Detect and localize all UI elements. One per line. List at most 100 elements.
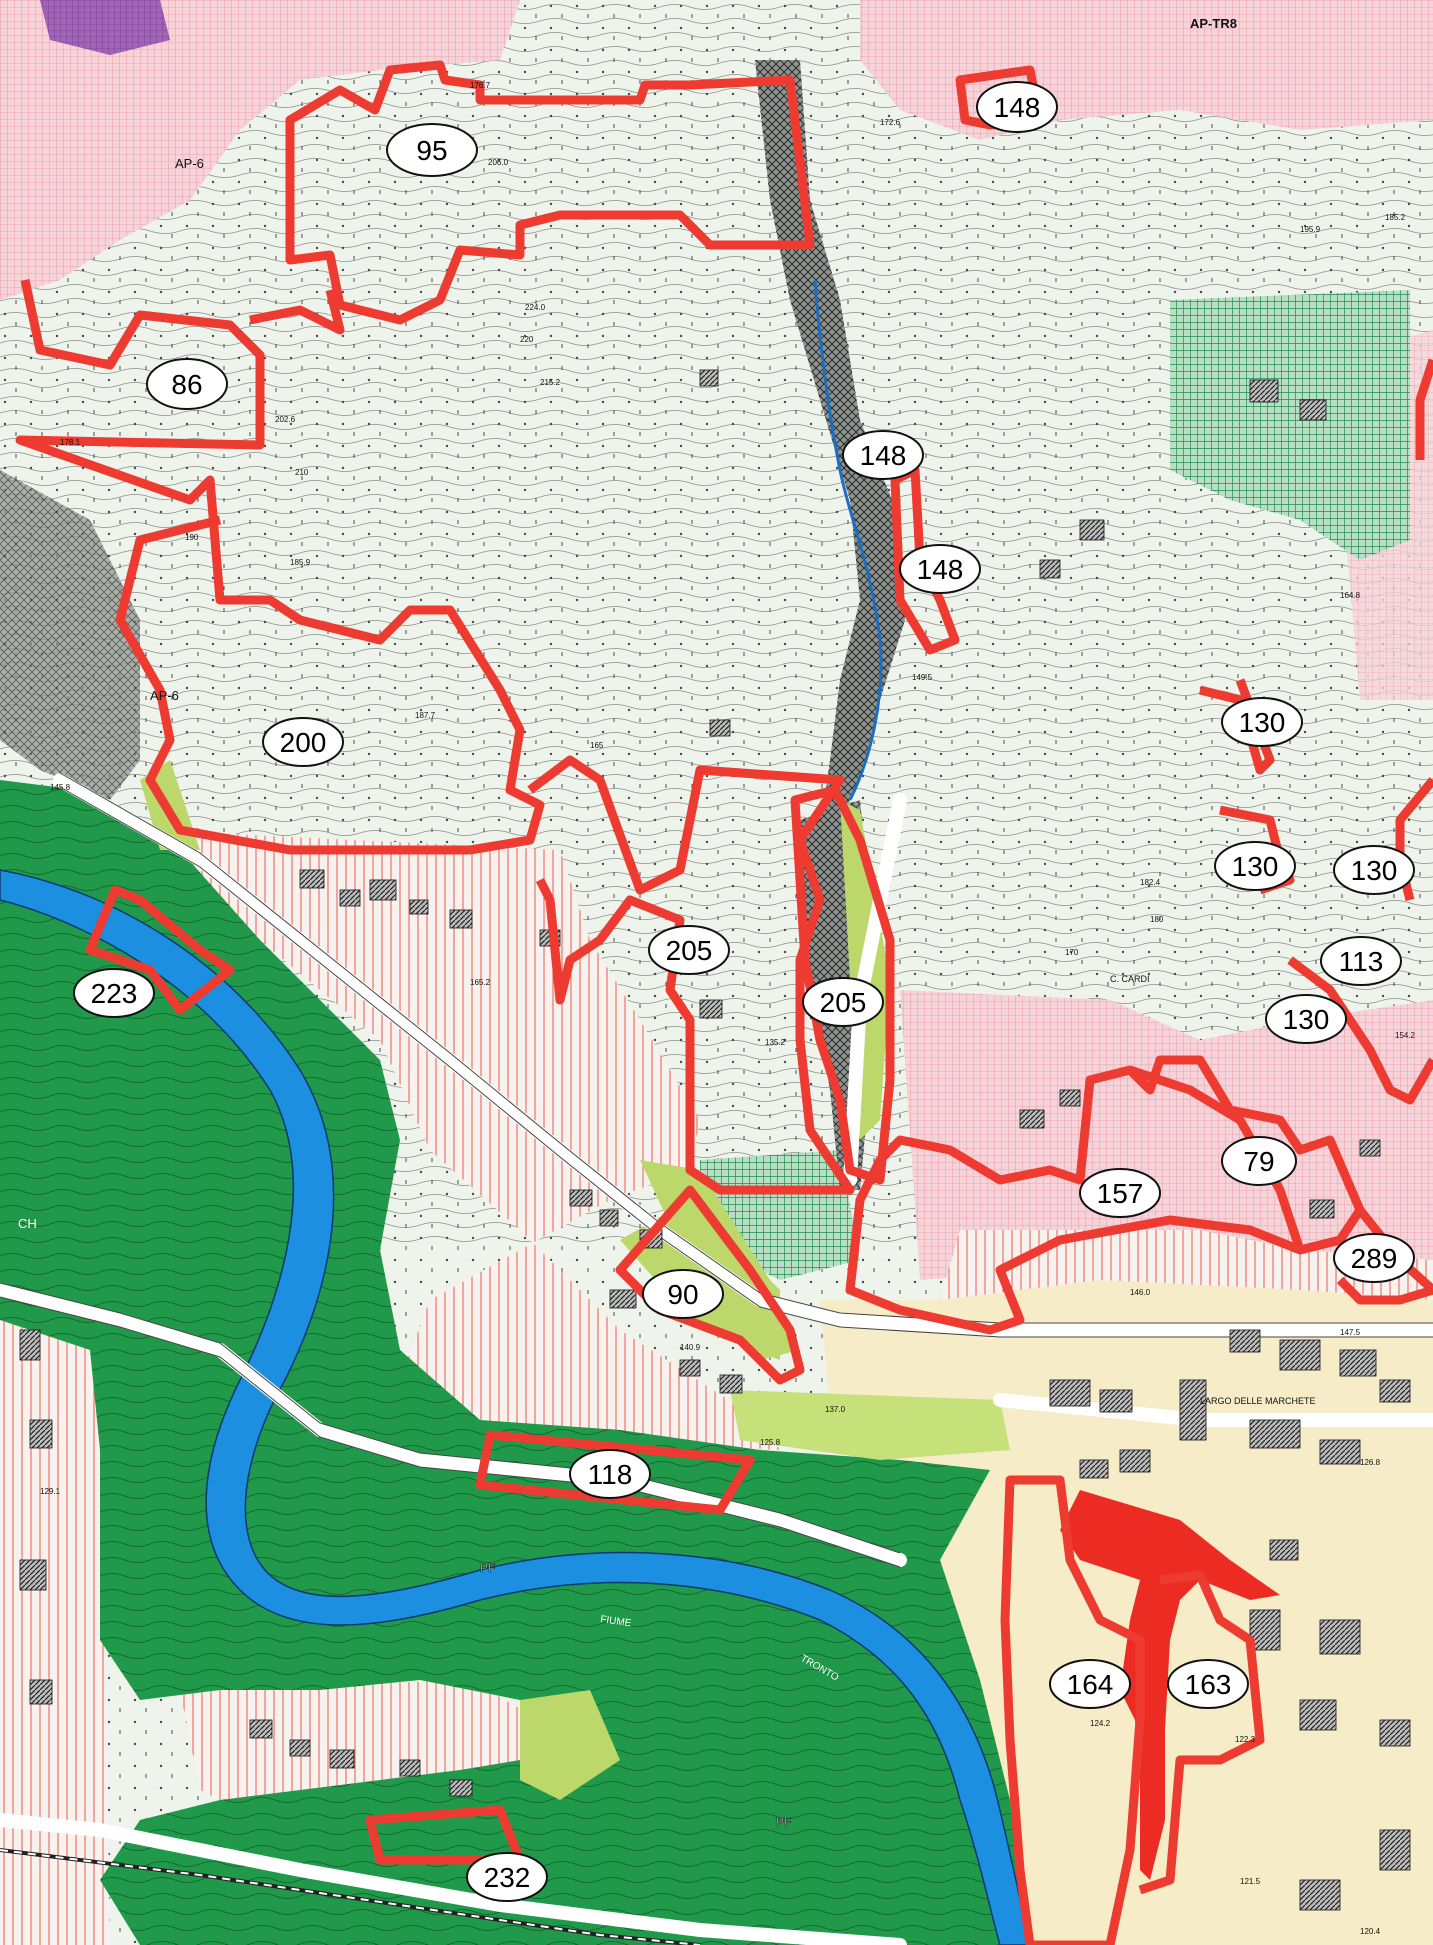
area-label-232[interactable]: 232: [466, 1852, 548, 1902]
buildings: [19, 369, 1411, 1911]
svg-text:157: 157: [1097, 1178, 1144, 1209]
boundary-163: [1138, 1570, 1265, 1895]
river-label-fiume: FIUME: [600, 1614, 633, 1629]
zone-code-ap6-top: AP-6: [175, 156, 204, 171]
boundary-205-left: [527, 755, 855, 1195]
elev-8: 187.7: [415, 711, 436, 720]
svg-text:164: 164: [1067, 1669, 1114, 1700]
area-label-223[interactable]: 223: [73, 968, 155, 1018]
elev-15: 170: [1065, 948, 1079, 957]
svg-text:205: 205: [666, 935, 713, 966]
area-label-205-b[interactable]: 205: [802, 977, 884, 1027]
svg-text:205: 205: [820, 987, 867, 1018]
svg-text:148: 148: [917, 554, 964, 585]
map-text: AP-TR8 AP-6 AP-6 CH PF PF FIUME TRONTO L…: [18, 16, 1416, 1936]
elev-32: 210: [295, 468, 309, 477]
elev-5: 202.6: [275, 415, 296, 424]
boundary-200-top: [249, 288, 345, 335]
elev-6: 190: [185, 533, 199, 542]
area-label-95[interactable]: 95: [386, 123, 478, 177]
area-labels[interactable]: 95 148 86 148 148 200 130 130 130 113 13…: [73, 81, 1415, 1902]
area-label-79[interactable]: 79: [1221, 1136, 1297, 1186]
hatch-left-slope: [0, 470, 140, 800]
elev-1: 206.0: [488, 158, 509, 167]
svg-text:223: 223: [91, 978, 138, 1009]
elev-26: 122.3: [1235, 1735, 1256, 1744]
boundary-79-inner: [1128, 1065, 1305, 1252]
elev-30: 140.9: [680, 1343, 701, 1352]
zone-striped-strip: [940, 1230, 1433, 1300]
zone-code-pf-bottom: PF: [776, 1815, 791, 1829]
zone-code-pf-mid: PF: [480, 1561, 495, 1575]
elev-25: 124.2: [1090, 1719, 1111, 1728]
elev-17: 185.2: [1385, 213, 1406, 222]
zone-code-ap6-left: AP-6: [150, 688, 179, 703]
area-label-130-c[interactable]: 130: [1333, 845, 1415, 895]
boundary-205-right: [790, 785, 895, 1185]
svg-text:90: 90: [667, 1279, 698, 1310]
area-label-118[interactable]: 118: [569, 1449, 651, 1499]
area-label-148-mid-a[interactable]: 148: [842, 430, 924, 480]
area-label-200[interactable]: 200: [262, 717, 344, 767]
area-label-113[interactable]: 113: [1320, 936, 1402, 986]
area-label-86[interactable]: 86: [146, 358, 228, 410]
svg-text:200: 200: [280, 727, 327, 758]
area-163-fill: [1060, 1490, 1280, 1880]
elev-14: 180: [1150, 915, 1164, 924]
road-network: [0, 773, 1433, 1945]
boundary-118: [475, 1430, 755, 1515]
svg-text:113: 113: [1339, 946, 1384, 977]
area-label-205-a[interactable]: 205: [648, 925, 730, 975]
elev-29: 125.8: [760, 1438, 781, 1447]
area-label-130-d[interactable]: 130: [1265, 994, 1347, 1044]
svg-text:148: 148: [994, 92, 1041, 123]
svg-text:130: 130: [1351, 855, 1398, 886]
svg-text:148: 148: [860, 440, 907, 471]
elev-21: 146.0: [1130, 1288, 1151, 1297]
area-label-164[interactable]: 164: [1049, 1659, 1131, 1709]
elev-22: 147.5: [1340, 1328, 1361, 1337]
zone-code-ch: CH: [18, 1216, 37, 1231]
elev-20: 154.2: [1395, 1031, 1416, 1040]
elev-33: 165.2: [470, 978, 491, 987]
elev-23: 137.0: [825, 1405, 846, 1414]
svg-text:289: 289: [1351, 1243, 1398, 1274]
place-c-cardi: C. CARDI: [1110, 974, 1150, 984]
boundary-164: [1000, 1475, 1145, 1945]
area-label-163[interactable]: 163: [1167, 1659, 1249, 1709]
svg-text:95: 95: [416, 135, 447, 166]
elev-31: 129.1: [40, 1487, 61, 1496]
area-label-148-top[interactable]: 148: [976, 81, 1058, 133]
area-label-148-mid-b[interactable]: 148: [899, 544, 981, 594]
zone-light-green-bottom-b: [520, 1690, 620, 1800]
zone-purple-top: [40, 0, 170, 55]
area-label-130-a[interactable]: 130: [1221, 697, 1303, 747]
svg-text:130: 130: [1232, 851, 1279, 882]
elev-34: 178.1: [60, 438, 81, 447]
elev-35: 176.7: [470, 81, 491, 90]
boundary-right-edge: [1415, 358, 1433, 460]
boundary-86-200: [15, 279, 545, 855]
boundary-157-79: [845, 1055, 1365, 1335]
boundary-223: [85, 885, 235, 1015]
area-label-130-b[interactable]: 130: [1214, 841, 1296, 891]
place-largo: LARGO DELLE MARCHETE: [1200, 1396, 1316, 1406]
elev-9: 165: [590, 741, 604, 750]
elev-7: 185.9: [290, 558, 311, 567]
area-label-90[interactable]: 90: [642, 1269, 724, 1319]
elev-27: 121.5: [1240, 1877, 1261, 1886]
svg-text:130: 130: [1283, 1004, 1330, 1035]
zone-green-grid-right: [1170, 290, 1410, 560]
elev-4: 215.2: [540, 378, 561, 387]
svg-text:232: 232: [484, 1862, 531, 1893]
area-label-157[interactable]: 157: [1079, 1168, 1161, 1218]
zone-striped-north-road: [150, 830, 780, 1450]
elev-13: 182.4: [1140, 878, 1161, 887]
area-label-289[interactable]: 289: [1333, 1233, 1415, 1283]
elev-28: 120.4: [1360, 1927, 1381, 1936]
elev-10: 145.8: [50, 783, 71, 792]
zone-striped-left-edge: [0, 1270, 110, 1945]
svg-text:130: 130: [1239, 707, 1286, 738]
svg-text:86: 86: [171, 369, 202, 400]
